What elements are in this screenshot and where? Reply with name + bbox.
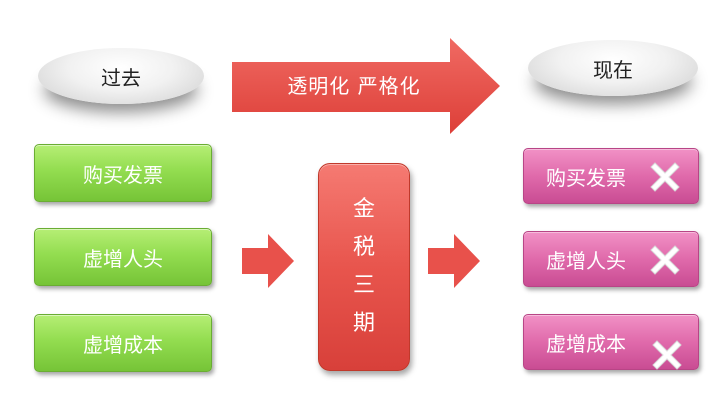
big-arrow xyxy=(232,38,500,134)
left-item-fake-headcount: 虚增人头 xyxy=(34,228,212,286)
arrow-label: 透明化 严格化 xyxy=(287,74,421,98)
golden-tax-phase-three: 金 税 三 期 xyxy=(318,163,410,371)
center-char: 期 xyxy=(352,311,375,336)
left-item-fake-cost: 虚增成本 xyxy=(34,314,212,372)
cross-icon xyxy=(652,340,682,370)
center-char: 税 xyxy=(352,235,375,260)
past-label: 过去 xyxy=(38,48,204,104)
center-char: 三 xyxy=(352,273,375,298)
arrow-right-right xyxy=(428,234,480,288)
now-label: 现在 xyxy=(528,40,698,96)
right-item-fake-cost: 虚增成本 xyxy=(523,314,699,370)
cross-icon xyxy=(650,162,680,192)
left-item-buy-invoice: 购买发票 xyxy=(34,144,212,202)
center-char: 金 xyxy=(352,197,375,222)
arrow-right-left xyxy=(242,234,294,288)
cross-icon xyxy=(650,245,680,275)
